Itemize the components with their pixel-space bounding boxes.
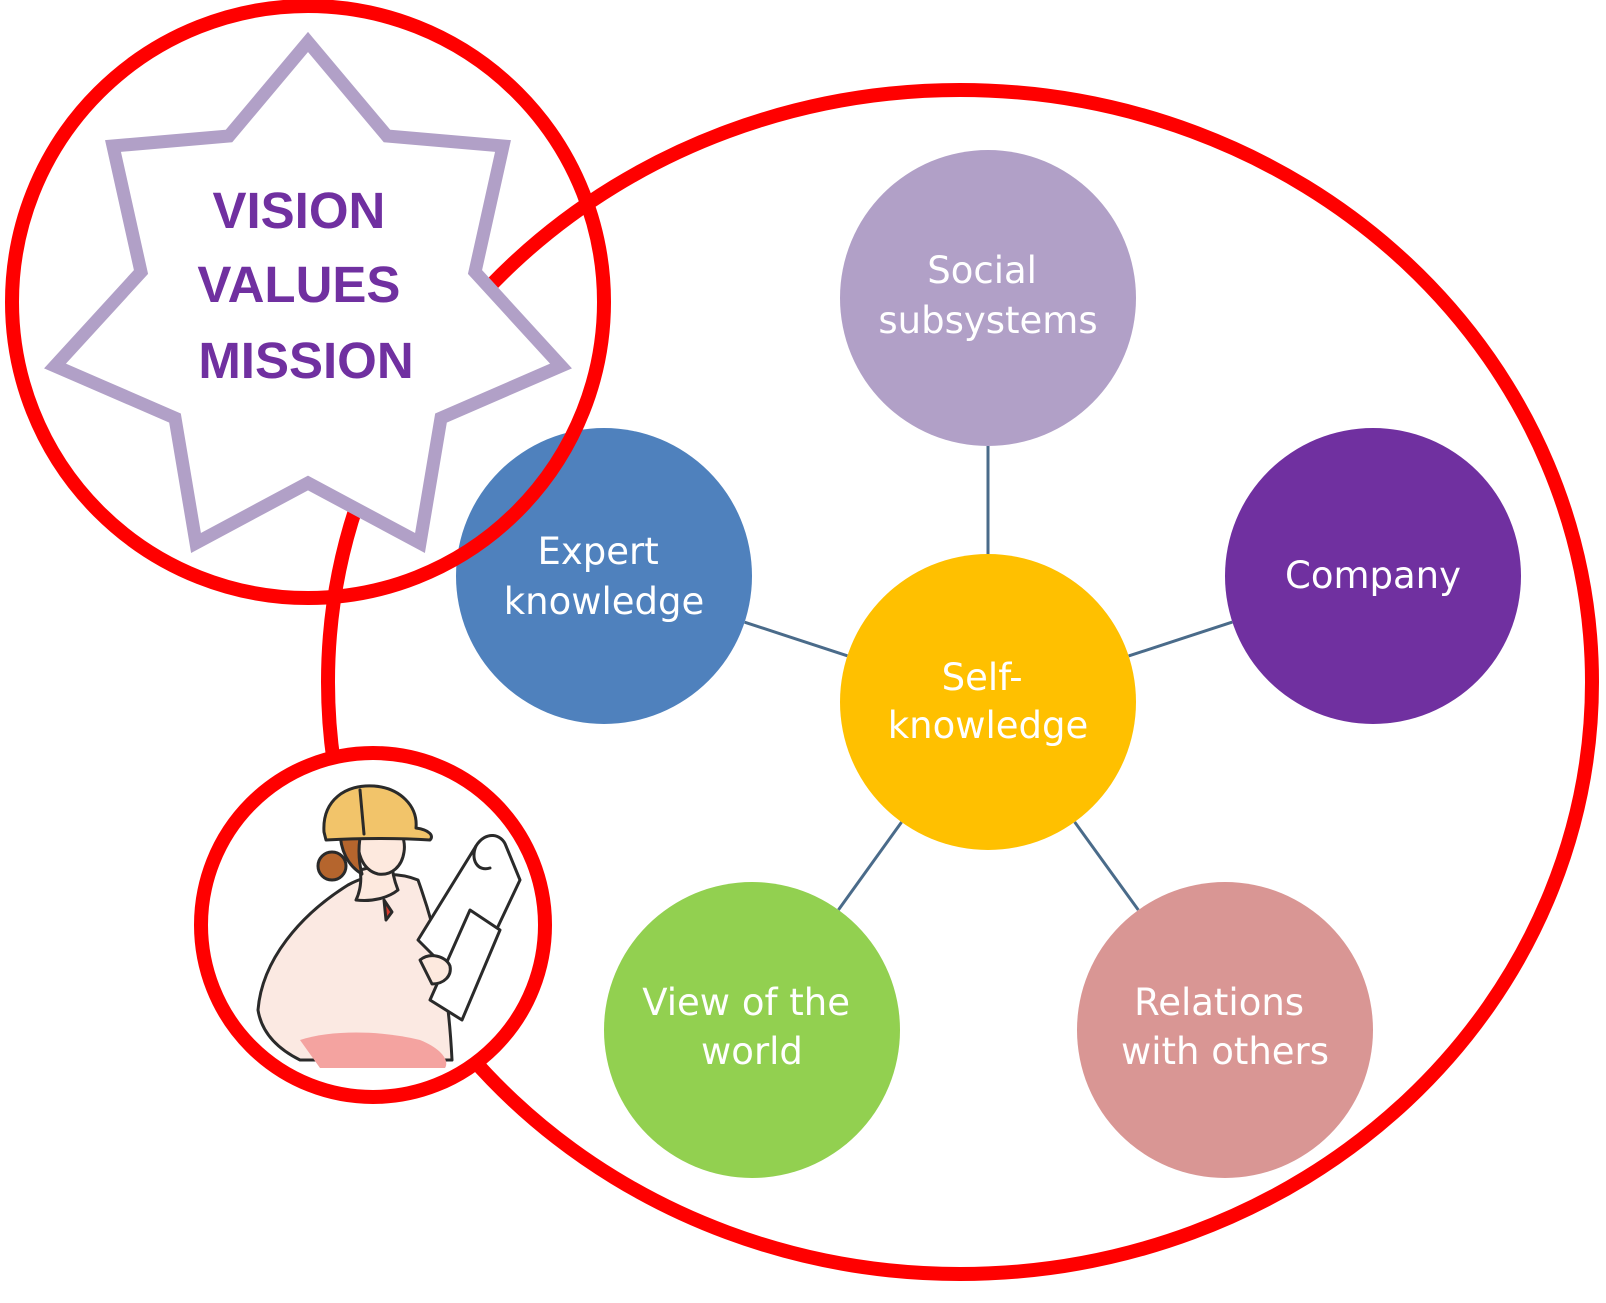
node-company-circle (1225, 428, 1521, 724)
engineer-circle-frame (194, 746, 552, 1104)
svg-text:VISION VALUES MISS: VISION VALUES MISSION (197, 182, 414, 389)
node-view-of-the-world-line-1: View of the (642, 981, 850, 1024)
node-relations-with-others-line-2: with others (1121, 1030, 1329, 1073)
vision-circle-frame (5, 0, 611, 605)
outer-frame-ellipse (321, 83, 1599, 1281)
node-expert-knowledge-circle (456, 428, 752, 724)
connector-view-of-the-world (837, 821, 903, 911)
node-relations-with-others-line-1: Relations (1134, 981, 1304, 1024)
node-view-of-the-world-line-2: world (701, 1030, 803, 1073)
center-node-circle (840, 554, 1136, 850)
engineer-with-blueprints-icon (256, 784, 522, 1068)
values-label: VALUES (197, 256, 400, 313)
center-node-self-knowledge: Self- knowledge (840, 554, 1136, 850)
engineer-illustration (194, 746, 552, 1104)
node-social-subsystems-line-2: subsystems (878, 299, 1097, 342)
mission-label: MISSION (198, 332, 413, 389)
node-social-subsystems: Social subsystems (840, 150, 1136, 446)
svg-text:Social subsystems: Social subsystems (878, 249, 1097, 342)
node-expert-knowledge: Expert knowledge (456, 428, 752, 724)
node-expert-knowledge-line-2: knowledge (504, 580, 705, 623)
svg-text:Relations with others: Relations with others (1121, 981, 1329, 1073)
node-company-line-1: Company (1285, 554, 1461, 597)
node-social-subsystems-line-1: Social (927, 249, 1037, 292)
svg-text:Self- knowledge: Self- knowledge (888, 656, 1089, 747)
node-relations-with-others: Relations with others (1077, 882, 1373, 1178)
svg-text:Company: Company (1285, 554, 1461, 597)
node-expert-knowledge-line-1: Expert (537, 530, 658, 573)
center-node-line-2: knowledge (888, 704, 1089, 747)
center-node-line-1: Self- (942, 656, 1023, 699)
svg-text:View of the world: View of the world (642, 981, 861, 1073)
vision-values-mission-badge: VISION VALUES MISSION (5, 0, 611, 605)
connector-expert-knowledge (744, 620, 848, 658)
node-company: Company (1225, 428, 1521, 724)
node-social-subsystems-circle (840, 150, 1136, 446)
node-view-of-the-world: View of the world (604, 882, 900, 1178)
seven-point-star-icon (44, 31, 572, 554)
svg-text:Expert knowledge: Expert knowledge (504, 530, 705, 623)
connector-company (1128, 620, 1233, 658)
node-relations-with-others-circle (1077, 882, 1373, 1178)
vision-label: VISION (212, 182, 385, 239)
connector-lines (744, 446, 1233, 911)
connector-relations-with-others (1073, 821, 1140, 911)
node-view-of-the-world-circle (604, 882, 900, 1178)
